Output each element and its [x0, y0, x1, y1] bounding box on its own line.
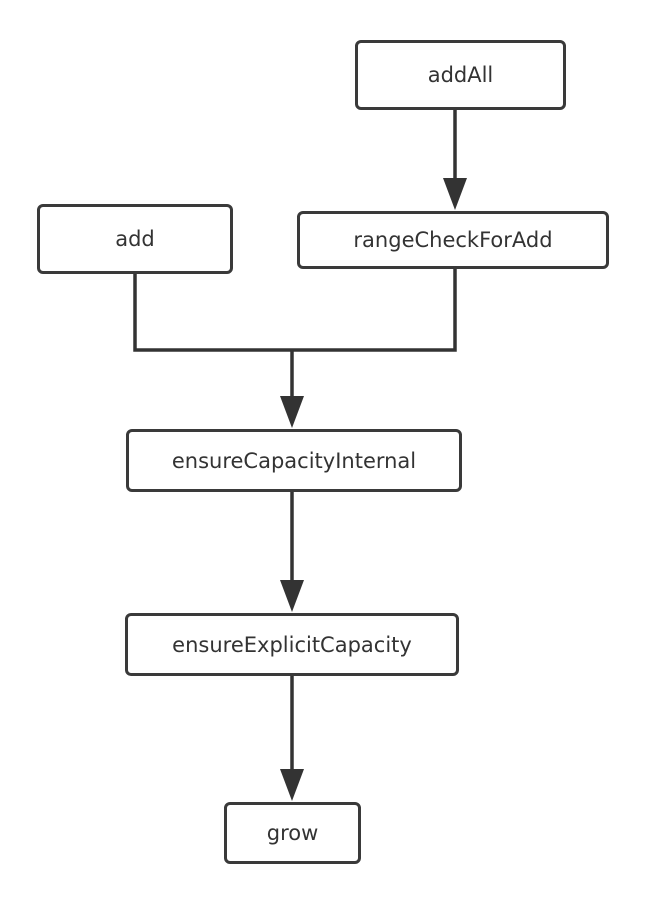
node-rangecheckforadd: rangeCheckForAdd: [297, 211, 609, 269]
node-grow-label: grow: [266, 821, 319, 845]
edge-rangecheck-to-merge: [292, 269, 457, 352]
node-grow: grow: [224, 802, 361, 864]
node-ensureexplicitcapacity-label: ensureExplicitCapacity: [172, 632, 412, 657]
arrowhead-rangecheck: [443, 178, 467, 210]
node-addall-label: addAll: [427, 63, 494, 87]
node-ensureexplicitcapacity: ensureExplicitCapacity: [125, 613, 459, 676]
arrowhead-ensureexplicitcapacity: [280, 580, 304, 612]
node-ensurecapacityinternal: ensureCapacityInternal: [126, 429, 462, 492]
node-add-label: add: [115, 227, 155, 251]
arrowhead-grow: [280, 769, 304, 801]
node-addall: addAll: [355, 40, 566, 110]
node-rangecheckforadd-label: rangeCheckForAdd: [353, 228, 553, 252]
node-ensurecapacityinternal-label: ensureCapacityInternal: [171, 448, 417, 473]
edge-add-to-merge: [133, 274, 292, 352]
arrowhead-ensurecapacityinternal: [280, 396, 304, 428]
node-add: add: [37, 204, 233, 274]
